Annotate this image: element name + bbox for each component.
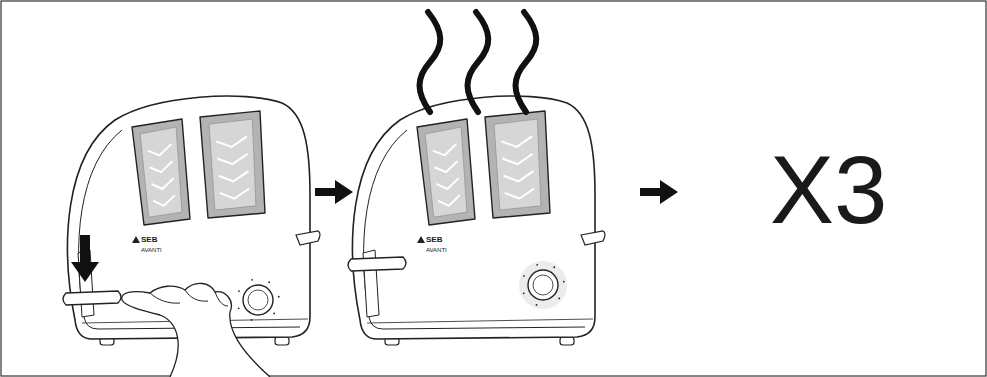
knob-glow (519, 261, 567, 309)
knob-tick (278, 296, 280, 298)
repeat-count: X3 (770, 142, 887, 238)
finger-lines (150, 290, 228, 306)
brand-name: SEB (426, 236, 442, 244)
bread-slot (417, 119, 475, 225)
knob-tick (523, 292, 525, 294)
foot (560, 337, 574, 345)
slot-inner (209, 119, 256, 210)
slot-grill (433, 144, 456, 155)
slot-grill (220, 188, 249, 198)
lever (63, 291, 121, 305)
body-edge (364, 130, 585, 329)
slot-grill (435, 161, 458, 172)
slot-grill (501, 136, 532, 146)
knob-tick (536, 304, 538, 306)
knob-tick (558, 297, 560, 299)
step-arrow (315, 180, 353, 204)
knob-tick (553, 266, 555, 268)
bread-slot (132, 119, 190, 225)
slot-grill (151, 178, 173, 189)
steam (516, 12, 537, 112)
side-tab (296, 231, 320, 245)
bread-slot (200, 111, 265, 218)
hand (122, 283, 270, 377)
slot-grill (436, 178, 458, 189)
knob-tick (523, 275, 525, 277)
slot-inner (140, 127, 182, 217)
model-name: AVANTI (426, 247, 447, 253)
knob-tick (268, 281, 270, 283)
steam (468, 12, 489, 112)
slot-grill (438, 195, 460, 206)
knob-tick (238, 307, 240, 309)
knob-ring (533, 275, 553, 295)
push-down-arrow (71, 235, 99, 282)
knob-tick (238, 290, 240, 292)
slot-grill (153, 195, 175, 206)
lever (348, 257, 406, 271)
browning-knob (528, 270, 558, 300)
slot-grill (505, 188, 534, 198)
model-name: AVANTI (141, 247, 162, 253)
knob-tick (251, 279, 253, 281)
toaster (348, 96, 605, 345)
step-arrow (640, 180, 678, 204)
slot-grill (148, 144, 171, 155)
slot-grill (217, 154, 247, 164)
knob-tick (563, 281, 565, 283)
slot-inner (425, 127, 467, 217)
brand-mark (417, 236, 425, 243)
slot-grill (150, 161, 173, 172)
knob-tick (536, 264, 538, 266)
knob-ring (248, 290, 268, 310)
brand-mark (132, 236, 140, 243)
slot-grill (216, 136, 247, 146)
base-band (367, 319, 593, 323)
knob-tick (251, 319, 253, 321)
foot (275, 337, 289, 345)
slot-grill (504, 171, 534, 181)
bread-slot (485, 111, 550, 218)
toaster-body (353, 96, 595, 339)
side-tab (581, 231, 605, 245)
steam (420, 12, 441, 112)
slot-grill (219, 171, 249, 181)
brand-name: SEB (141, 236, 157, 244)
browning-knob (243, 285, 273, 315)
slot-inner (494, 119, 541, 210)
knob-tick (273, 312, 275, 314)
slot-grill (502, 154, 532, 164)
